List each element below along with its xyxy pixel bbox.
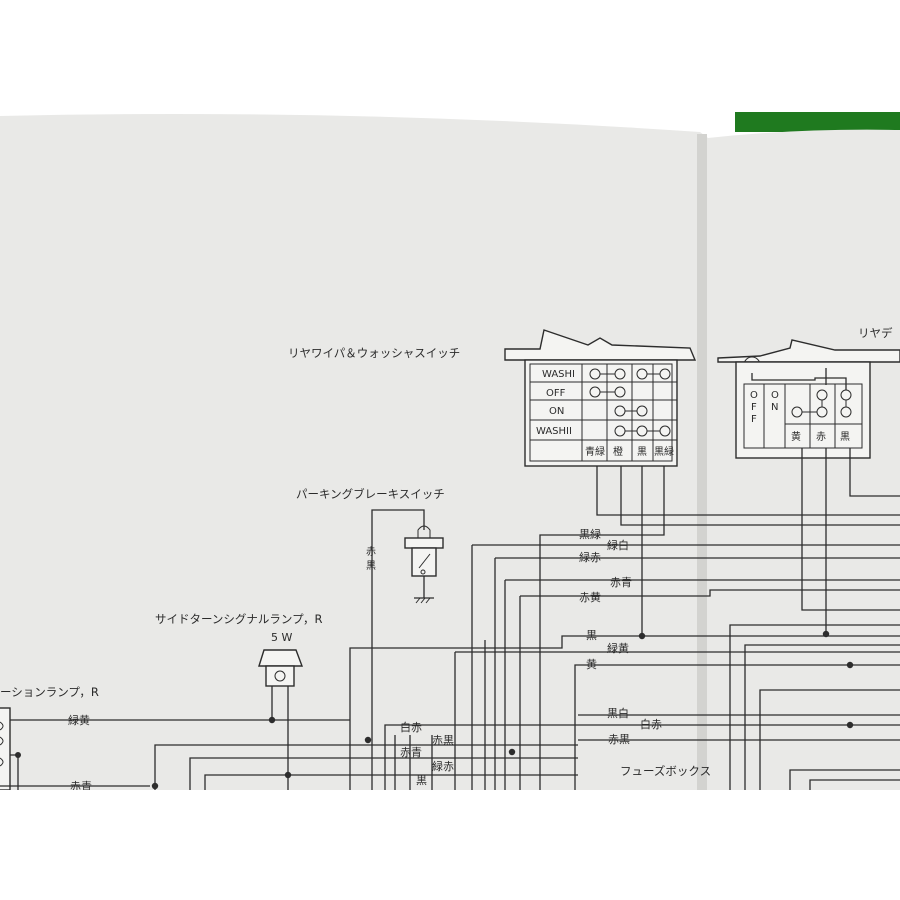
wire-label: 緑黄 xyxy=(607,641,629,655)
def-col-red: 赤 xyxy=(816,431,826,443)
wiper-col-black-green: 黒緑 xyxy=(654,445,674,458)
wire-color-labels: 黒緑 緑白 緑赤 赤青 赤黄 黒 緑黄 黄 緑黄 白赤 赤黒 赤青 緑赤 黒 黒… xyxy=(68,527,662,793)
def-col-black: 黒 xyxy=(840,431,850,443)
wire-label: 白赤 xyxy=(640,717,662,731)
wiper-switch-body xyxy=(524,359,678,467)
wire-label: 赤青 xyxy=(610,576,632,589)
wiper-row-off: OFF xyxy=(546,388,566,399)
side-turn-lamp-label: サイドターンシグナルランプ，R xyxy=(155,612,323,626)
foliage-background xyxy=(735,112,900,132)
wire-label: 緑黄 xyxy=(68,713,90,727)
lamp-socket xyxy=(265,665,295,687)
wire-label: 黒 xyxy=(416,774,427,787)
wire-label: 緑赤 xyxy=(432,759,454,773)
wire-label: 赤黄 xyxy=(579,590,601,604)
book-gutter xyxy=(697,134,707,790)
wiper-row-on: ON xyxy=(549,406,564,417)
def-col-yellow: 黄 xyxy=(791,430,801,443)
rear-wiper-switch-label: リヤワイパ＆ウォッシャスイッチ xyxy=(288,346,460,360)
photo-bottom-margin xyxy=(0,790,900,900)
rear-wiper-switch: リヤワイパ＆ウォッシャスイッチ WASHI OFF ON WASHII 青緑 橙… xyxy=(288,329,697,467)
wire-label: 緑白 xyxy=(607,538,629,552)
fuse-box-label: フューズボックス xyxy=(620,764,711,778)
wire-label: 赤青 xyxy=(70,780,92,793)
pb-switch-plunger xyxy=(417,525,431,538)
wiper-col-orange: 橙 xyxy=(613,445,623,458)
wiring-harness xyxy=(0,368,900,790)
wiper-contacts xyxy=(589,368,671,437)
parking-brake-switch: パーキングブレーキスイッチ 赤 黒 xyxy=(296,487,445,790)
wiper-col-black: 黒 xyxy=(637,446,647,458)
side-turn-signal-lamp: サイドターンシグナルランプ，R 5 W xyxy=(155,612,323,790)
wire-label: 黒白 xyxy=(607,706,629,720)
wire-label: 黒緑 xyxy=(579,527,601,541)
position-lamp-body xyxy=(0,707,11,791)
manual-page xyxy=(0,114,900,790)
side-turn-wattage: 5 W xyxy=(271,631,292,644)
wire-label: 緑赤 xyxy=(579,550,601,564)
position-lamp-label: ーションランプ，R xyxy=(0,685,99,699)
wiper-row-washi: WASHI xyxy=(542,369,575,380)
wire-label: 黒 xyxy=(586,629,597,642)
parking-brake-label: パーキングブレーキスイッチ xyxy=(296,487,445,501)
rear-def-switch-label: リヤデ xyxy=(858,326,893,340)
position-lamp-partial: ーションランプ，R xyxy=(0,685,99,791)
def-switch-body xyxy=(735,361,871,459)
wire-label: 赤青 xyxy=(400,746,422,759)
wire-label: 赤黒 xyxy=(608,733,630,746)
pb-wire-black: 黒 xyxy=(366,560,376,572)
pb-switch-head xyxy=(404,537,444,549)
wire-label: 白赤 xyxy=(400,720,422,734)
pb-wire-red: 赤 xyxy=(366,546,376,558)
lamp-cap xyxy=(258,649,304,667)
wiper-col-blue-green: 青緑 xyxy=(585,445,605,458)
wire-label: 黄 xyxy=(586,657,597,671)
wire-label: 赤黒 xyxy=(432,734,454,747)
wiper-row-washii: WASHII xyxy=(536,426,572,437)
